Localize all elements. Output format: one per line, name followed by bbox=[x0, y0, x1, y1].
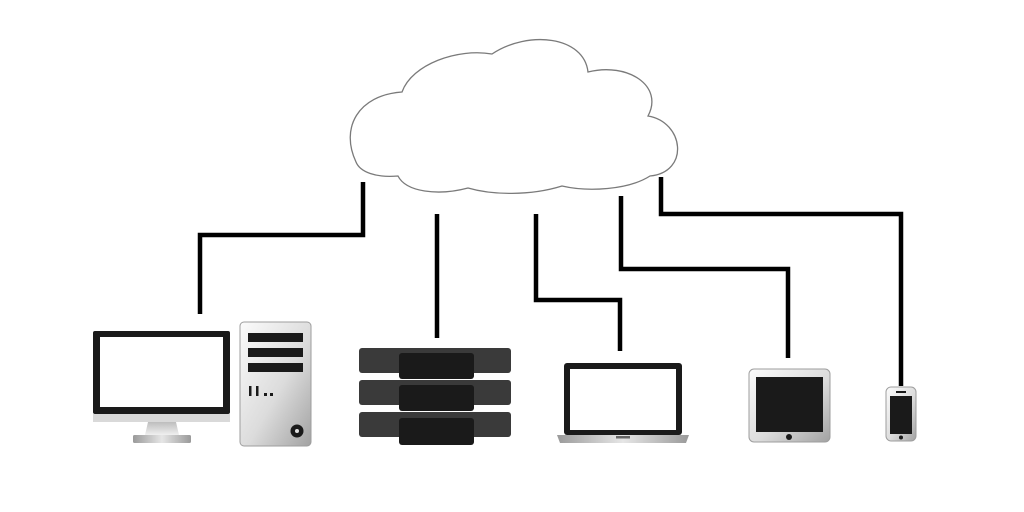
connection-line-smartphone bbox=[658, 177, 904, 386]
tower-pc-icon bbox=[239, 321, 312, 447]
connection-line-laptop bbox=[533, 214, 623, 351]
connection-line-desktop bbox=[197, 182, 366, 314]
cloud-icon bbox=[349, 38, 679, 195]
connection-line-tablet bbox=[618, 196, 791, 358]
tablet-icon bbox=[748, 368, 831, 443]
smartphone-icon bbox=[885, 386, 917, 442]
laptop-icon bbox=[557, 363, 689, 443]
monitor-icon bbox=[93, 331, 230, 443]
server-rack-icon bbox=[359, 348, 511, 445]
